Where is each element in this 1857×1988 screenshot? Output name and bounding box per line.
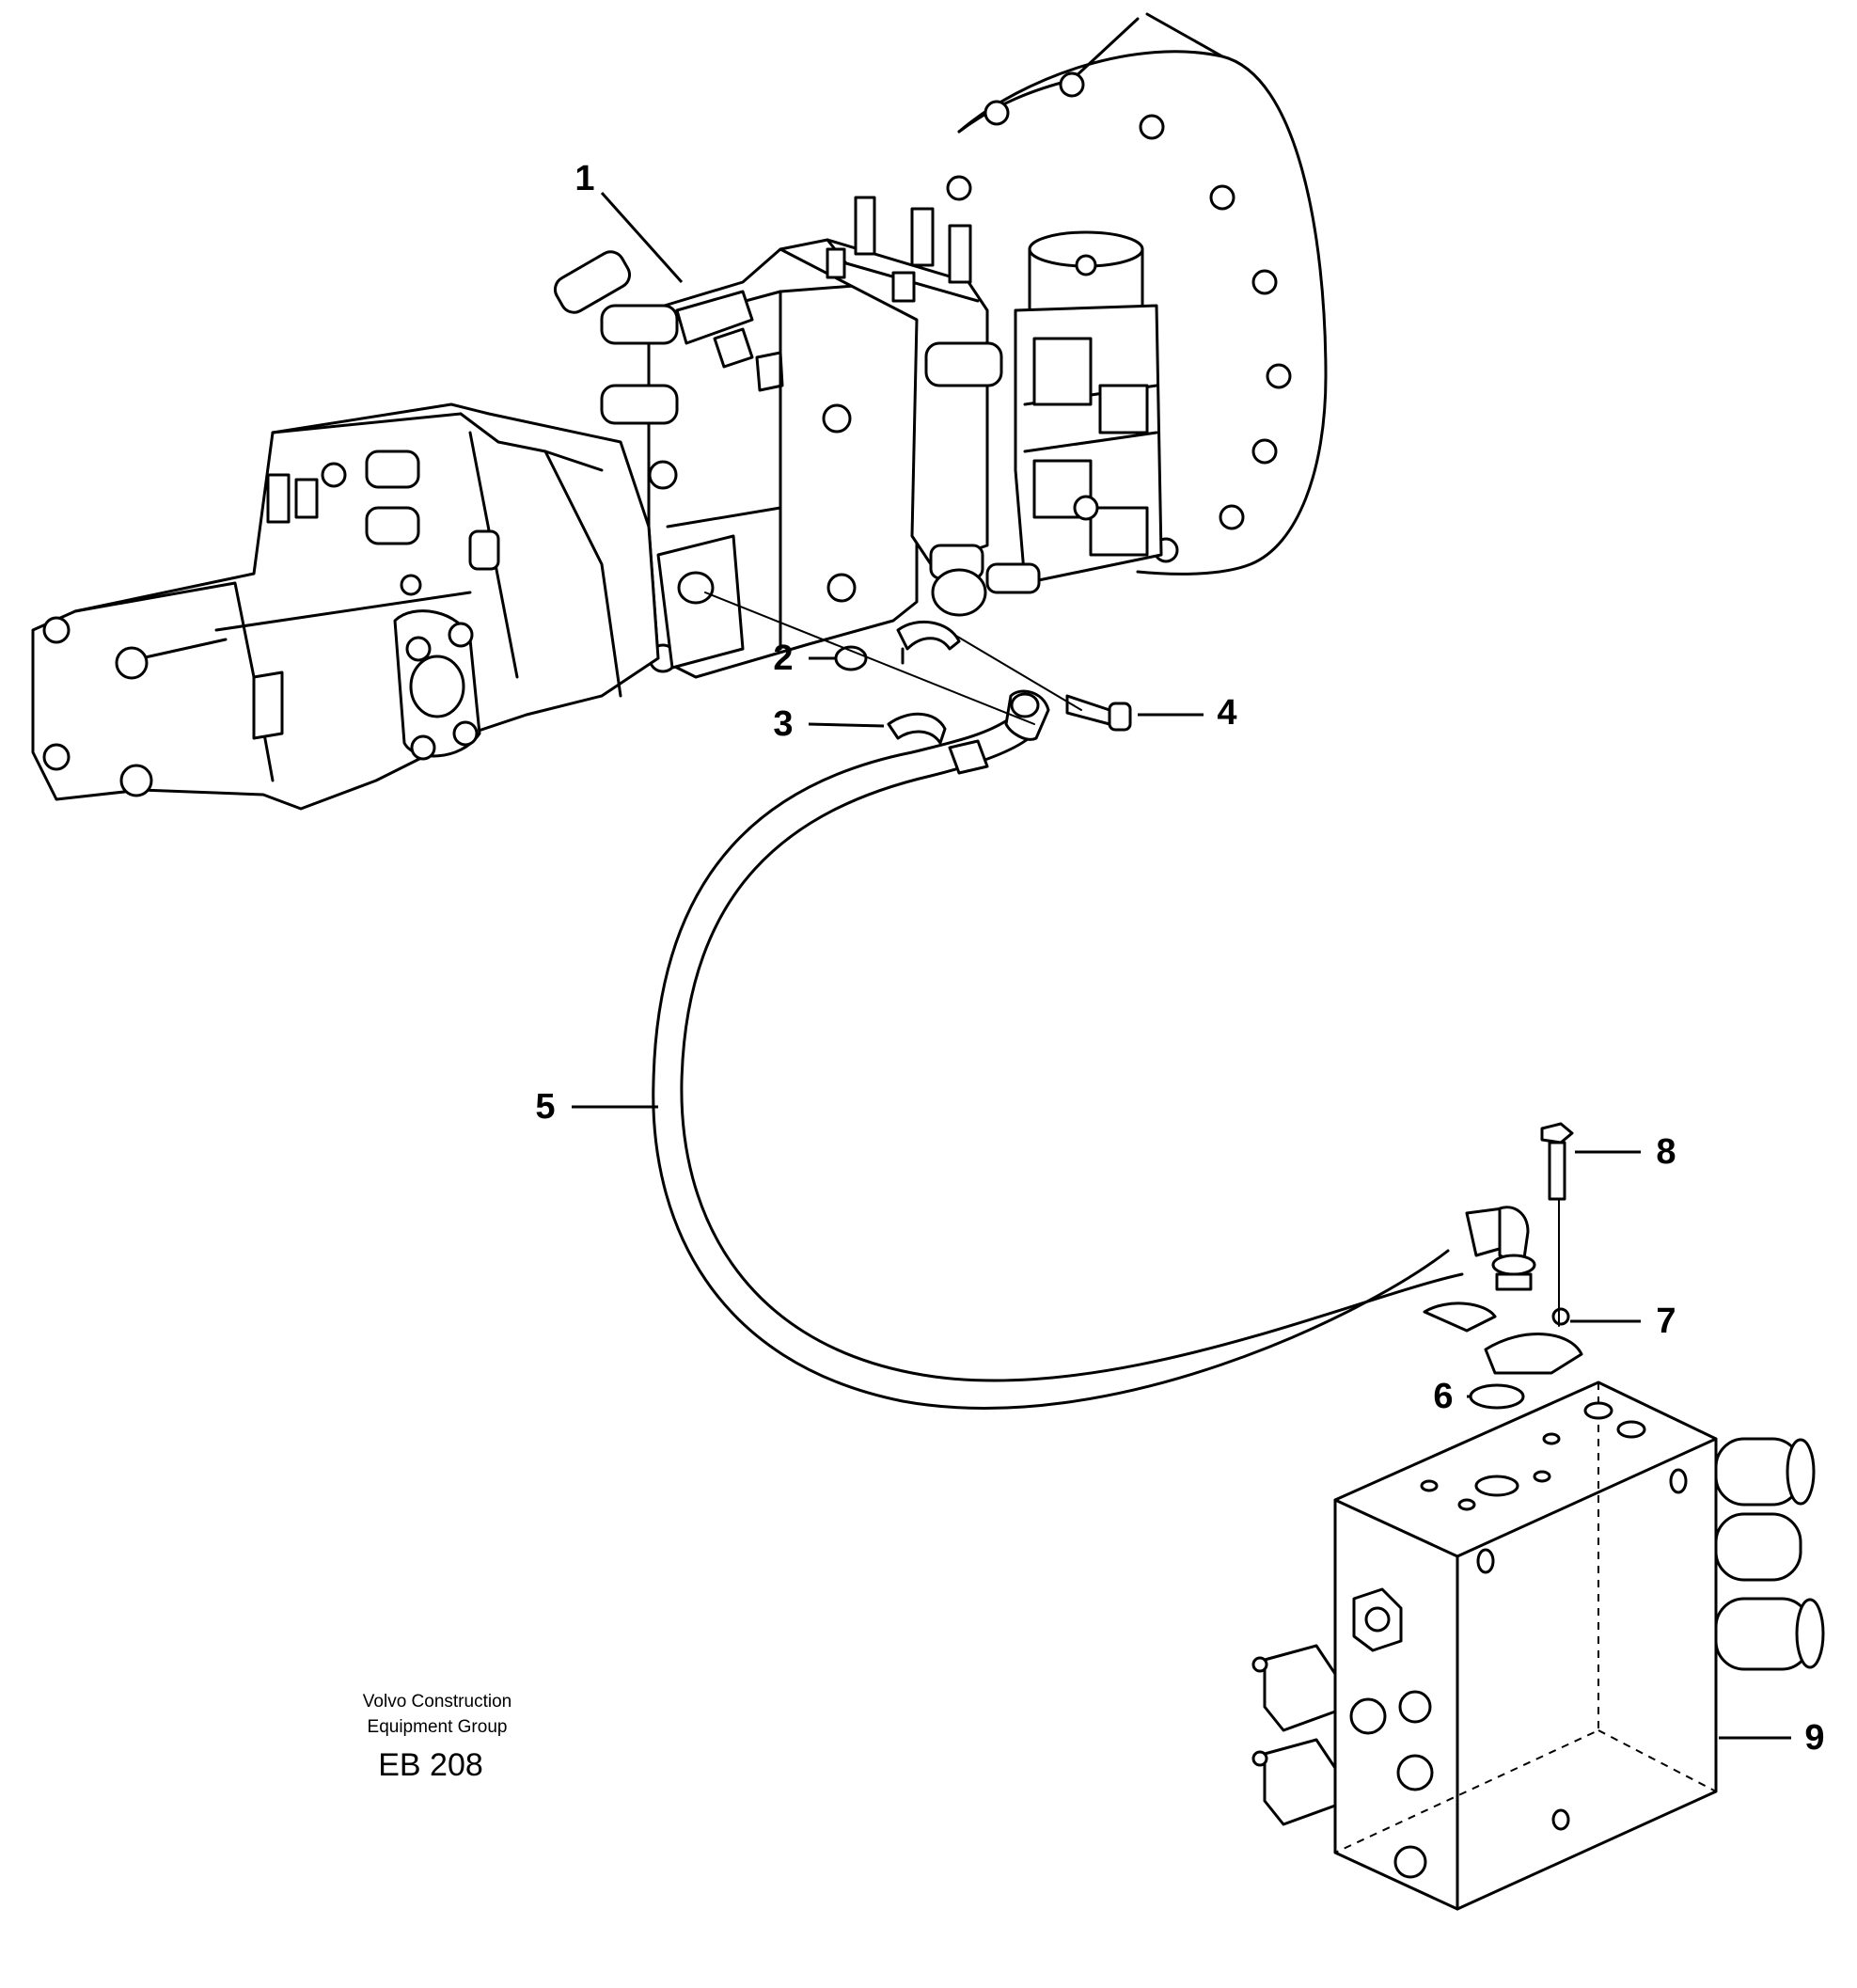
callout-leaders xyxy=(572,191,1791,1740)
main-pump xyxy=(553,247,919,679)
callout-numbers: 1 2 3 4 5 6 7 8 9 xyxy=(535,159,1824,1758)
callout-2: 2 xyxy=(773,639,793,678)
company-name-line2: Equipment Group xyxy=(368,1717,508,1737)
flange-half-7 xyxy=(1423,1302,1583,1375)
hydraulic-hose xyxy=(652,689,1536,1410)
screw-4 xyxy=(1065,694,1132,732)
flange-half-3 xyxy=(887,712,947,745)
flywheel-housing xyxy=(946,12,1328,576)
callout-6: 6 xyxy=(1433,1377,1453,1416)
valve-block xyxy=(1251,1381,1825,1911)
callout-9: 9 xyxy=(1804,1718,1824,1758)
flange-half-upper xyxy=(896,620,961,665)
callout-1: 1 xyxy=(574,159,594,198)
assembly-guide-lines xyxy=(704,592,1560,1487)
callout-5: 5 xyxy=(535,1087,555,1127)
company-name-line1: Volvo Construction xyxy=(363,1692,511,1712)
screw-8 xyxy=(1540,1122,1574,1201)
callout-7: 7 xyxy=(1656,1302,1676,1341)
o-ring-6 xyxy=(1469,1383,1525,1410)
auxiliary-pump xyxy=(31,402,660,811)
callout-3: 3 xyxy=(773,704,793,744)
footer-block: Volvo Construction Equipment Group EB 20… xyxy=(363,1692,511,1783)
callout-4: 4 xyxy=(1217,693,1236,733)
callout-8: 8 xyxy=(1656,1132,1676,1172)
control-block xyxy=(779,196,1163,617)
diagram-code: EB 208 xyxy=(378,1747,483,1783)
